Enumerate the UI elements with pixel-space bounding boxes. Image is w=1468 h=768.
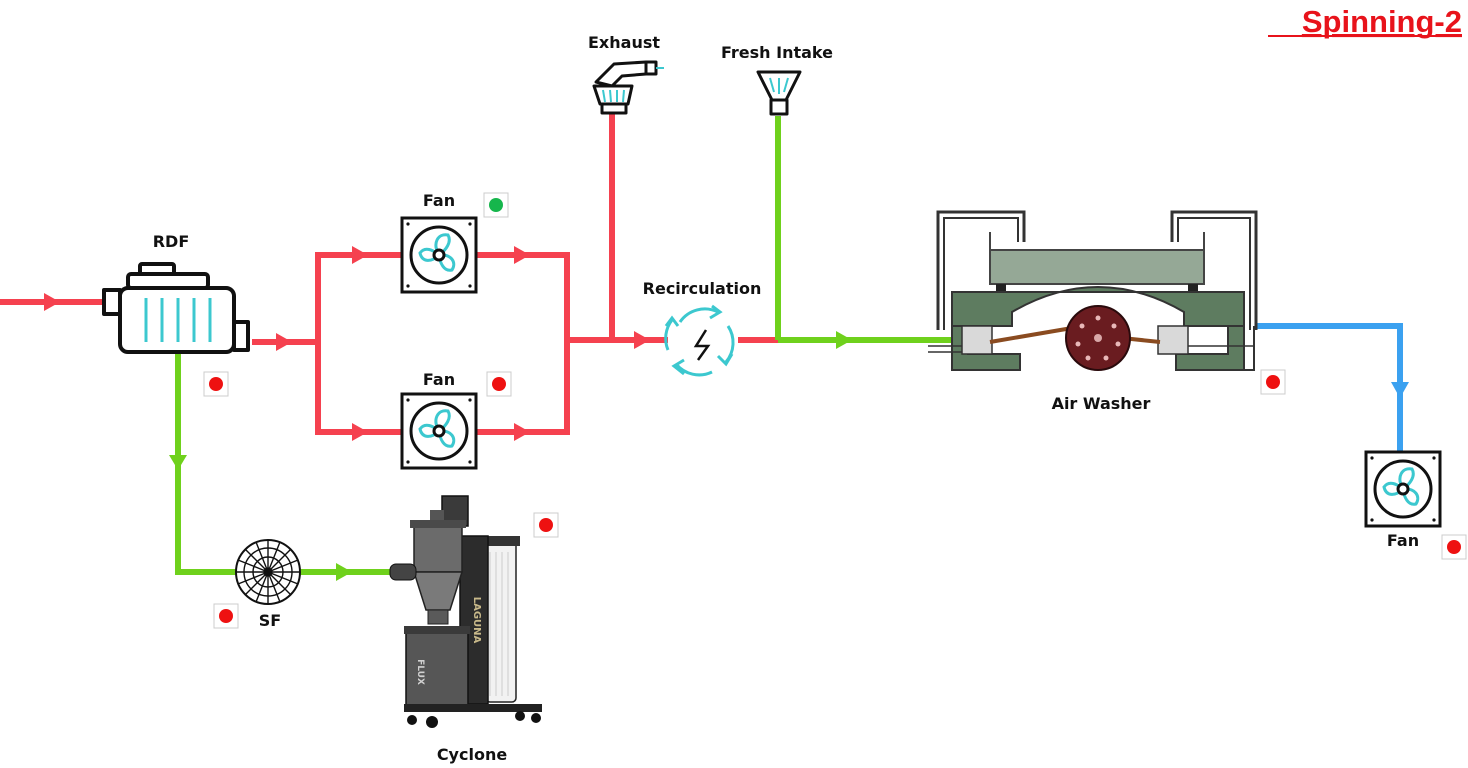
rdf-label: RDF [153,232,190,251]
status-dot [209,377,223,391]
fan-right-label: Fan [1387,531,1419,550]
fan-icon [400,216,478,294]
sf-status-indicator[interactable] [213,603,239,629]
cyclone-status-indicator[interactable] [533,512,559,538]
hot-air-arrows [44,246,650,441]
cyclone-model-text: FLUX [415,659,425,685]
recirculation-unit[interactable]: Recirculation [643,279,762,377]
washer-outlet-pipe [1255,323,1403,452]
fan-right-status-indicator[interactable] [1441,534,1467,560]
fan-top-status-indicator[interactable] [483,192,509,218]
recirculation-label: Recirculation [643,279,762,298]
fan-bottom-status-indicator[interactable] [486,371,512,397]
status-dot [492,377,506,391]
cyclone-unit[interactable]: LAGUNA FLUX Cyclone [389,495,542,764]
rdf-unit[interactable]: RDF [102,232,250,354]
cool-air-pipes [1255,323,1403,452]
status-dot [1447,540,1461,554]
fan-top-label: Fan [423,191,455,210]
status-dot [219,609,233,623]
air-washer-label: Air Washer [1052,394,1151,413]
cyclone-illustration: LAGUNA FLUX [389,495,542,728]
fresh-intake-unit[interactable]: Fresh Intake [721,43,833,116]
air-washer-status-indicator[interactable] [1260,369,1286,395]
fresh-intake-label: Fresh Intake [721,43,833,62]
intake-funnel-icon [756,70,802,116]
air-washer-illustration [928,210,1258,371]
fan-right[interactable]: Fan [1364,450,1442,550]
fan-top-return-pipe [476,252,570,340]
fan-top[interactable]: Fan [400,191,478,294]
rdf-status-indicator[interactable] [203,371,229,397]
engine-icon [102,262,250,354]
fan-icon [400,392,478,470]
exhaust-label: Exhaust [588,33,660,52]
fan-bottom[interactable]: Fan [400,370,478,470]
page-title: Spinning-2 [1302,4,1462,39]
fresh-air-arrows [169,331,852,581]
fan-bottom-label: Fan [423,370,455,389]
air-washer-unit[interactable]: Air Washer [928,210,1258,413]
status-dot [1266,375,1280,389]
fan-top-supply-pipe [315,252,402,342]
fan-bottom-supply-pipe [315,342,402,435]
fan-icon [1364,450,1442,528]
sf-label: SF [259,611,281,630]
cyclone-brand-text: LAGUNA [471,597,482,644]
status-dot [489,198,503,212]
hot-air-pipes [0,113,778,435]
cool-air-arrow [1391,382,1409,398]
exhaust-icon [592,60,664,115]
rdf-dust-pipe [175,352,240,575]
status-dot [539,518,553,532]
recycle-icon [664,304,735,377]
exhaust-unit[interactable]: Exhaust [588,33,664,115]
fan-bottom-return-pipe [476,340,570,435]
cyclone-label: Cyclone [437,745,508,764]
sf-fan-icon [235,539,301,605]
sf-unit[interactable]: SF [235,539,301,630]
